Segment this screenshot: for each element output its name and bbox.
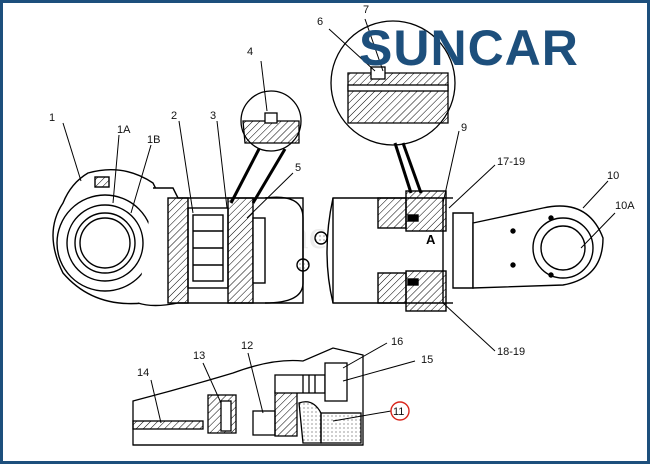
brand-logo: SUNCAR	[359, 20, 579, 76]
callout-4: 4	[247, 46, 253, 58]
callout-15: 15	[421, 354, 433, 366]
rod-eye-ring	[532, 217, 594, 279]
callout-7: 7	[363, 4, 369, 16]
head-end-assembly	[52, 168, 328, 307]
callout-2: 2	[171, 110, 177, 122]
callout-1b: 1B	[147, 134, 160, 146]
callout-9: 9	[461, 122, 467, 134]
callout-6: 6	[317, 16, 323, 28]
callout-16: 16	[391, 336, 403, 348]
callout-14: 14	[137, 367, 149, 379]
logo-text: SUNCAR	[359, 20, 579, 76]
detail-circle-6-7	[330, 20, 456, 194]
callout-1: 1	[49, 112, 55, 124]
callout-12: 12	[241, 340, 253, 352]
callout-10a: 10A	[615, 200, 635, 212]
rod-end-assembly	[326, 190, 604, 312]
section-marker: A	[426, 232, 436, 247]
callout-18-19: 18-19	[497, 346, 525, 358]
bottom-section-detail	[132, 347, 364, 446]
callout-1a: 1A	[117, 124, 131, 136]
callout-3: 3	[210, 110, 216, 122]
rod-eye-bore	[540, 225, 586, 271]
callout-10-top: 10	[607, 170, 619, 182]
hydraulic-cylinder-diagram: suncar	[49, 4, 635, 446]
head-eye-bore	[74, 212, 136, 274]
callout-5: 5	[295, 162, 301, 174]
head-eye-bearing	[66, 204, 144, 282]
callout-10: 17-19	[497, 156, 525, 168]
leader-lines	[62, 18, 616, 424]
callout-labels: 1 1A 1B 2 3 4 5 6 7 9 17-19 10 10A 12 13…	[49, 4, 635, 421]
callout-11-highlight-ring	[390, 401, 410, 421]
callout-13: 13	[193, 350, 205, 362]
callout-11: 11	[393, 406, 404, 418]
detail-circle-4	[229, 90, 302, 204]
